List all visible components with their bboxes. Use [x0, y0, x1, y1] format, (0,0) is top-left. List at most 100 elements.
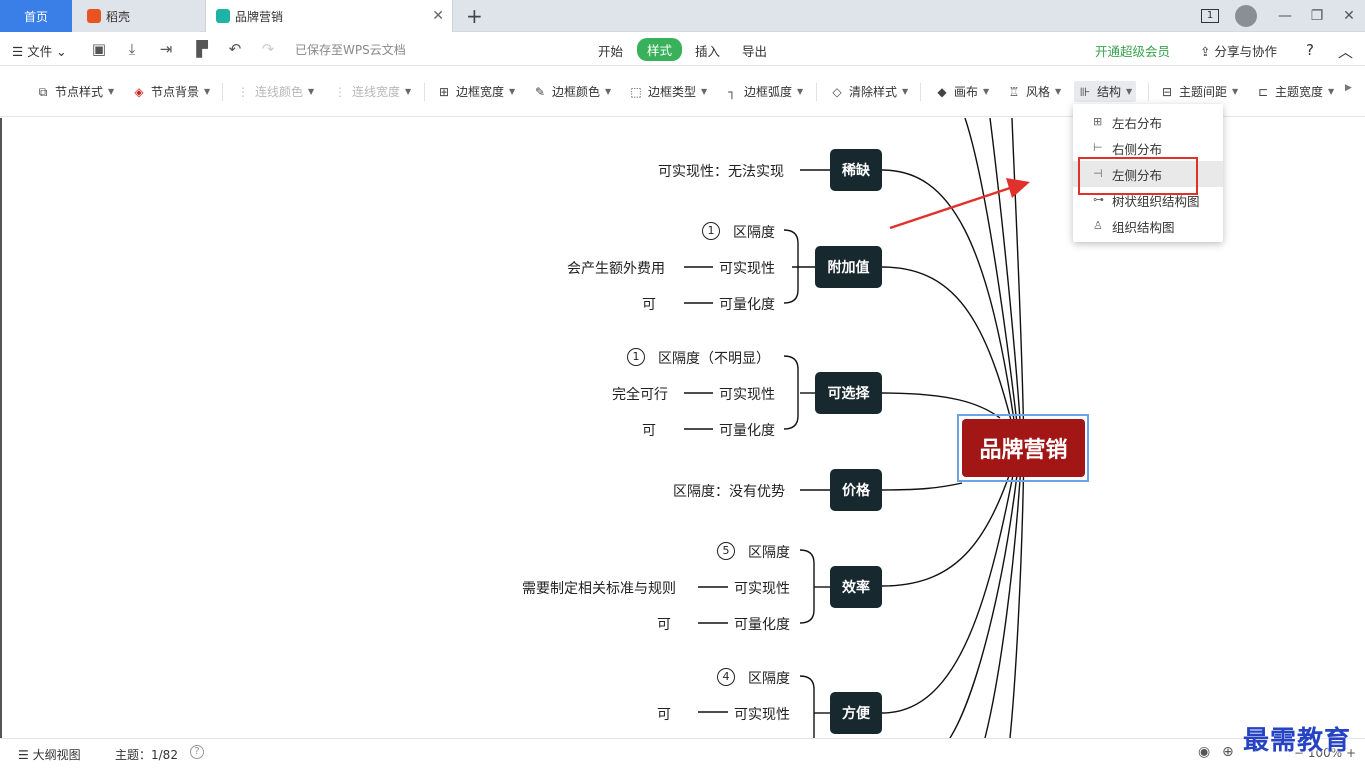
- help-icon[interactable]: ?: [1306, 41, 1314, 59]
- topic-spacing-label: 主题间距: [1179, 85, 1228, 99]
- node-value-add[interactable]: 附加值: [815, 246, 882, 288]
- label-distinction[interactable]: 区隔度: [748, 671, 790, 687]
- clear-style-button[interactable]: ◇清除样式▼: [830, 83, 908, 100]
- tab-export[interactable]: 导出: [742, 44, 768, 59]
- dashed-box-icon: ⬚: [630, 84, 642, 99]
- avatar[interactable]: [1235, 5, 1257, 27]
- label-feasibility[interactable]: 可实现性: [719, 261, 775, 277]
- node-price[interactable]: 价格: [830, 469, 882, 511]
- label-standards[interactable]: 需要制定相关标准与规则: [522, 581, 676, 597]
- badge-efficiency: 5: [717, 542, 735, 560]
- zoom-level[interactable]: − 100% +: [1294, 746, 1357, 760]
- menu-item-right[interactable]: ⊢右侧分布: [1073, 135, 1223, 161]
- node-scarce[interactable]: 稀缺: [830, 149, 882, 191]
- label-extra-cost[interactable]: 会产生额外费用: [567, 261, 665, 277]
- label-quantifiable[interactable]: 可量化度: [719, 297, 775, 313]
- label-feasibility[interactable]: 可实现性: [734, 581, 790, 597]
- label-scarce-feasibility[interactable]: 可实现性：无法实现: [658, 164, 784, 180]
- close-icon[interactable]: ✕: [432, 8, 444, 24]
- tab-daoke[interactable]: 稻壳: [73, 0, 200, 32]
- border-color-button[interactable]: ✎边框颜色▼: [534, 84, 612, 100]
- label-can[interactable]: 可: [657, 617, 671, 633]
- border-width-button[interactable]: ⊞边框宽度▼: [438, 84, 516, 100]
- border-type-button[interactable]: ⬚边框类型▼: [630, 84, 708, 100]
- minimize-icon[interactable]: —: [1278, 8, 1292, 24]
- node-convenience[interactable]: 方便: [830, 692, 882, 734]
- line-color-button[interactable]: ⋮连线颜色▼: [237, 84, 315, 100]
- label-feasibility[interactable]: 可实现性: [734, 707, 790, 723]
- topic-spacing-button[interactable]: ⊟主题间距▼: [1161, 84, 1239, 100]
- save-icon[interactable]: ▣: [91, 40, 107, 58]
- fill-icon: ◈: [134, 84, 144, 99]
- border-radius-button[interactable]: ┐边框弧度▼: [725, 83, 803, 100]
- highlight-box: [1078, 157, 1198, 195]
- label-price-distinction[interactable]: 区隔度：没有优势: [673, 484, 785, 500]
- download-icon[interactable]: ⤓: [128, 40, 136, 58]
- restore-icon[interactable]: ❐: [1310, 8, 1324, 24]
- export-file-icon[interactable]: ⇥: [159, 40, 173, 58]
- redo-icon[interactable]: ↷: [261, 40, 275, 58]
- file-menu[interactable]: ☰ 文件 ⌄: [12, 44, 67, 59]
- canvas-button[interactable]: ◆画布▼: [935, 83, 989, 100]
- border-width-label: 边框宽度: [456, 85, 505, 99]
- label-distinction[interactable]: 区隔度: [748, 545, 790, 561]
- corner-icon: ┐: [728, 84, 736, 99]
- menu-item-left[interactable]: ⊣左侧分布: [1073, 161, 1223, 187]
- node-bg-button[interactable]: ◈节点背景▼: [132, 83, 210, 100]
- share-button[interactable]: ⇪ 分享与协作: [1200, 41, 1277, 60]
- label-can[interactable]: 可: [657, 707, 671, 723]
- label-feasibility[interactable]: 可实现性: [719, 387, 775, 403]
- undo-icon[interactable]: ↶: [228, 40, 242, 58]
- paint-bucket-icon: ◆: [937, 84, 947, 99]
- status-bar: ☰ 大纲视图 主题：1/82 ? ◉ ⊕ − 100% +: [0, 738, 1365, 768]
- page-count-badge[interactable]: 1: [1201, 9, 1219, 23]
- add-tab-button[interactable]: +: [466, 4, 483, 28]
- node-optional[interactable]: 可选择: [815, 372, 882, 414]
- node-style-button[interactable]: ⧉节点样式▼: [36, 83, 114, 100]
- format-painter-icon[interactable]: ▛: [196, 40, 208, 58]
- help-circle-icon[interactable]: ?: [190, 745, 204, 759]
- structure-button[interactable]: ⊪结构▼: [1074, 81, 1137, 102]
- menu-item-tree-org[interactable]: ⊶ 树状组织结构图: [1073, 187, 1223, 213]
- theme-button[interactable]: ♖风格▼: [1008, 84, 1062, 100]
- badge-convenience: 4: [717, 668, 735, 686]
- label-distinction-unclear[interactable]: 区隔度（不明显）: [658, 351, 770, 367]
- label-distinction[interactable]: 区隔度: [733, 225, 775, 241]
- topic-width-button[interactable]: ⊏主题宽度▼: [1257, 84, 1335, 100]
- menu-item-label: 树状组织结构图: [1112, 193, 1200, 209]
- border-width-icon: ⊞: [438, 84, 450, 99]
- locate-icon[interactable]: ⊕: [1222, 744, 1234, 760]
- tab-mindmap[interactable]: 品牌营销 ✕: [205, 0, 453, 32]
- tab-start[interactable]: 开始: [598, 44, 624, 59]
- vip-link[interactable]: 开通超级会员: [1095, 44, 1171, 59]
- toolbar-more-icon[interactable]: ▶: [1345, 83, 1352, 93]
- tab-home[interactable]: 首页: [0, 0, 72, 32]
- annotation-arrow: [889, 178, 1030, 230]
- line-color-label: 连线颜色: [255, 85, 304, 99]
- line-color-icon: ⋮: [237, 84, 249, 99]
- tab-insert[interactable]: 插入: [695, 44, 721, 59]
- node-style-icon: ⧉: [38, 84, 48, 99]
- line-width-button[interactable]: ⋮连线宽度▼: [334, 84, 412, 100]
- collapse-icon[interactable]: ︿: [1338, 43, 1354, 61]
- node-style-label: 节点样式: [55, 85, 104, 99]
- label-can[interactable]: 可: [642, 297, 656, 313]
- label-quantifiable[interactable]: 可量化度: [719, 423, 775, 439]
- root-node[interactable]: 品牌营销: [962, 419, 1085, 477]
- window-controls: 1 — ❐ ✕: [1201, 0, 1365, 32]
- label-quantifiable[interactable]: 可量化度: [734, 617, 790, 633]
- label-fully-feasible[interactable]: 完全可行: [612, 387, 668, 403]
- tab-style[interactable]: 样式: [637, 38, 683, 61]
- eye-icon[interactable]: ◉: [1198, 744, 1211, 760]
- node-efficiency[interactable]: 效率: [830, 566, 882, 608]
- border-color-label: 边框颜色: [552, 85, 601, 99]
- close-window-icon[interactable]: ✕: [1343, 8, 1355, 24]
- daoke-icon: [87, 9, 101, 23]
- menu-item-left-right[interactable]: ⊞左右分布: [1073, 109, 1223, 135]
- outline-view-button[interactable]: ☰ 大纲视图: [18, 748, 81, 762]
- topic-count: 主题：1/82: [115, 748, 178, 762]
- menu-item-org-chart[interactable]: ♙组织结构图: [1073, 213, 1223, 239]
- width-icon: ⊏: [1257, 84, 1269, 99]
- tree-icon: ⊶: [1093, 193, 1104, 206]
- label-can[interactable]: 可: [642, 423, 656, 439]
